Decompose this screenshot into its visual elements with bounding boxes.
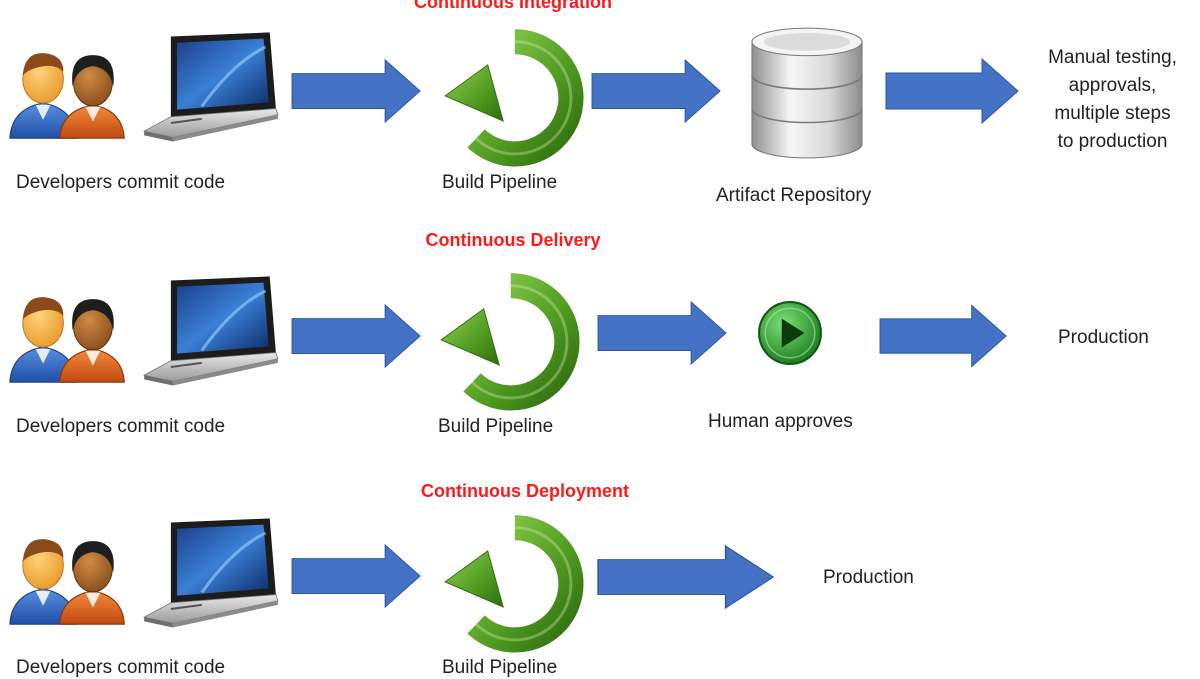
row1-title: Continuous Integration — [414, 0, 612, 12]
row3-title: Continuous Deployment — [421, 481, 629, 501]
row3-arrow-1-icon — [291, 544, 421, 608]
row3-developers-label: Developers commit code — [16, 657, 226, 678]
row2-arrow-2-icon — [597, 301, 727, 365]
two-developers-icon — [9, 538, 125, 625]
row2-developers-label: Developers commit code — [16, 416, 226, 437]
row2-arrow-1-icon — [291, 304, 421, 368]
row1-developers-label: Developers commit code — [16, 172, 226, 193]
database-cylinder-icon — [751, 27, 863, 159]
row2-approve-label: Human approves — [708, 411, 853, 432]
row1-arrow-3-icon — [885, 58, 1019, 124]
row3-circular-arrow-icon — [442, 518, 576, 638]
row1-circular-arrow-icon — [442, 32, 576, 152]
two-developers-icon — [9, 296, 125, 383]
row1-end-line-3: multiple steps — [1054, 103, 1171, 124]
row1-end-line-1: Manual testing, — [1048, 47, 1177, 68]
row2-pipeline-label: Build Pipeline — [438, 416, 554, 437]
row2-end-label: Production — [1058, 327, 1149, 348]
row1-arrow-2-icon — [591, 59, 721, 123]
two-developers-icon — [9, 52, 125, 139]
laptop-icon — [142, 274, 280, 388]
row1-end-label: Manual testing, approvals, multiple step… — [1030, 44, 1195, 156]
green-play-button-icon — [758, 301, 822, 365]
row2-circular-arrow-icon — [438, 276, 572, 396]
laptop-icon — [142, 516, 280, 630]
row1-end-line-4: to production — [1057, 131, 1168, 152]
row2-title: Continuous Delivery — [425, 230, 601, 250]
row1-pipeline-label: Build Pipeline — [442, 172, 558, 193]
row1-repository-label: Artifact Repository — [716, 185, 872, 206]
row1-end-line-2: approvals, — [1068, 75, 1157, 96]
row3-end-label: Production — [823, 567, 914, 588]
row3-pipeline-label: Build Pipeline — [442, 657, 558, 678]
row3-arrow-2-icon — [597, 545, 775, 609]
row2-arrow-3-icon — [879, 304, 1007, 368]
laptop-icon — [142, 30, 280, 144]
row1-arrow-1-icon — [291, 59, 421, 123]
